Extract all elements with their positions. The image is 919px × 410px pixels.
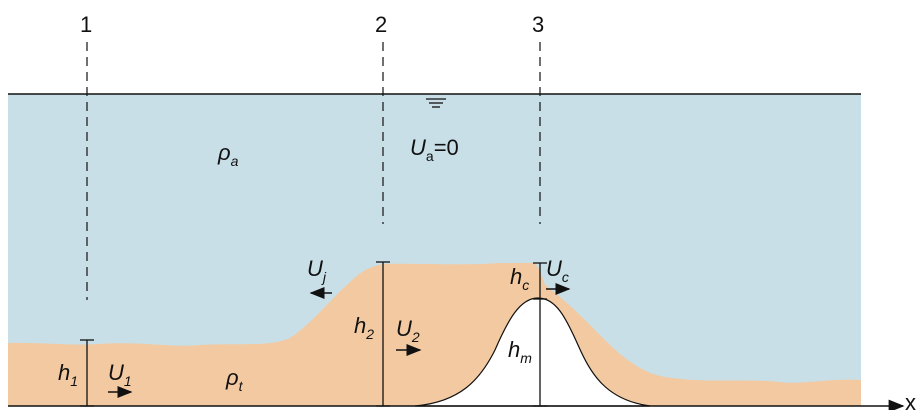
ua-label: Ua=0 (410, 135, 459, 164)
u1-label: U1 (108, 360, 132, 389)
section-lines (86, 42, 541, 300)
h1-label: h1 (58, 360, 78, 389)
uc-label: Uc (546, 256, 569, 285)
uj-label: Uj (307, 256, 327, 285)
gravity-current-region (8, 263, 861, 406)
water-surface-icon (426, 98, 446, 108)
section-number-3: 3 (532, 12, 544, 37)
rho-t-label: ρt (225, 365, 244, 394)
section-number-2: 2 (375, 12, 387, 37)
rho-a-label: ρa (217, 140, 239, 169)
hc-label: hc (510, 264, 529, 293)
u2-label: U2 (396, 316, 420, 345)
h2-label: h2 (354, 313, 374, 342)
hm-label: hm (508, 337, 532, 366)
x-axis-label: x (905, 390, 916, 410)
obstacle-ridge (414, 297, 651, 407)
section-number-1: 1 (80, 12, 92, 37)
height-measurements (80, 261, 547, 407)
